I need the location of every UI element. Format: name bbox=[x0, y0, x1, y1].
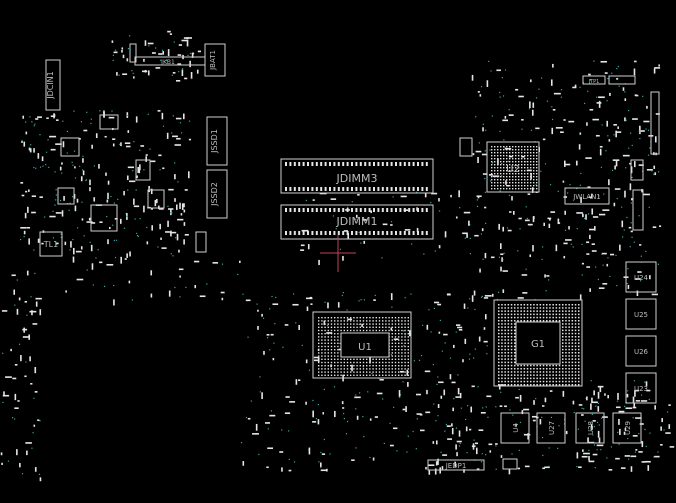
chip-u24[interactable]: U24 bbox=[625, 261, 657, 293]
connector-jwlan1[interactable]: JWLAN1 bbox=[564, 187, 610, 205]
label-jtp1: JTP1 bbox=[588, 79, 600, 85]
chip-u29[interactable]: U29 bbox=[612, 412, 642, 444]
label-u27: U27 bbox=[548, 421, 556, 435]
label-jedp1: JEDP1 bbox=[445, 462, 467, 470]
label-jssd2: JSSD2 bbox=[210, 182, 219, 207]
slot-jdimm1[interactable]: JDIMM1 bbox=[280, 204, 434, 240]
chip-u1[interactable]: U1 bbox=[312, 311, 412, 379]
label-u2: U2 bbox=[506, 164, 520, 175]
label-jkb1: JKB1 bbox=[160, 59, 175, 66]
chip-u25[interactable]: U25 bbox=[625, 298, 657, 330]
label-u28: U28 bbox=[587, 421, 595, 435]
misc-outlines bbox=[57, 43, 660, 470]
connector-jssd1[interactable]: JSSD1 bbox=[206, 116, 228, 166]
slot-jdimm3[interactable]: JDIMM3 bbox=[280, 158, 434, 194]
chip-u27[interactable]: U27 bbox=[536, 412, 566, 444]
label-jwlan1: JWLAN1 bbox=[572, 193, 601, 201]
chip-u4[interactable]: U4 bbox=[500, 412, 530, 444]
connector-jssd2[interactable]: JSSD2 bbox=[206, 169, 228, 219]
chip-u26[interactable]: U26 bbox=[625, 335, 657, 367]
label-u26: U26 bbox=[634, 348, 649, 356]
label-u24: U24 bbox=[634, 274, 649, 282]
label-jdcin1: JDCIN1 bbox=[46, 71, 55, 100]
u2-pad-array bbox=[491, 146, 538, 190]
crosshair-marker bbox=[320, 235, 356, 272]
label-jdimm3: JDIMM3 bbox=[336, 172, 378, 185]
label-tl1: TL1 bbox=[43, 240, 58, 249]
label-u1: U1 bbox=[358, 342, 372, 353]
label-jbat1: JBAT1 bbox=[209, 50, 217, 71]
component-tl1[interactable]: TL1 bbox=[39, 231, 63, 257]
jdimm3-pin-row bbox=[285, 162, 428, 191]
jdimm1-pin-row bbox=[285, 208, 428, 235]
connector-jedp1[interactable]: JEDP1 bbox=[427, 459, 485, 471]
label-u4: U4 bbox=[512, 423, 520, 433]
chip-u2[interactable]: U2 bbox=[486, 141, 540, 193]
label-u29: U29 bbox=[624, 421, 632, 435]
connector-jbat1[interactable]: JBAT1 bbox=[204, 43, 226, 77]
chip-g1[interactable]: G1 bbox=[493, 299, 583, 387]
label-jdimm1: JDIMM1 bbox=[336, 215, 378, 228]
label-g1: G1 bbox=[531, 339, 545, 350]
connector-jdcin1[interactable]: JDCIN1 bbox=[45, 59, 61, 111]
label-u25: U25 bbox=[634, 311, 648, 319]
label-jssd1: JSSD1 bbox=[210, 129, 219, 154]
component-scatter bbox=[0, 30, 675, 482]
chip-u23[interactable]: U23 bbox=[625, 372, 657, 404]
chip-u28[interactable]: U28 bbox=[575, 412, 605, 444]
connector-jtp1[interactable]: JTP1 bbox=[582, 75, 636, 85]
label-u23: U23 bbox=[634, 385, 648, 393]
